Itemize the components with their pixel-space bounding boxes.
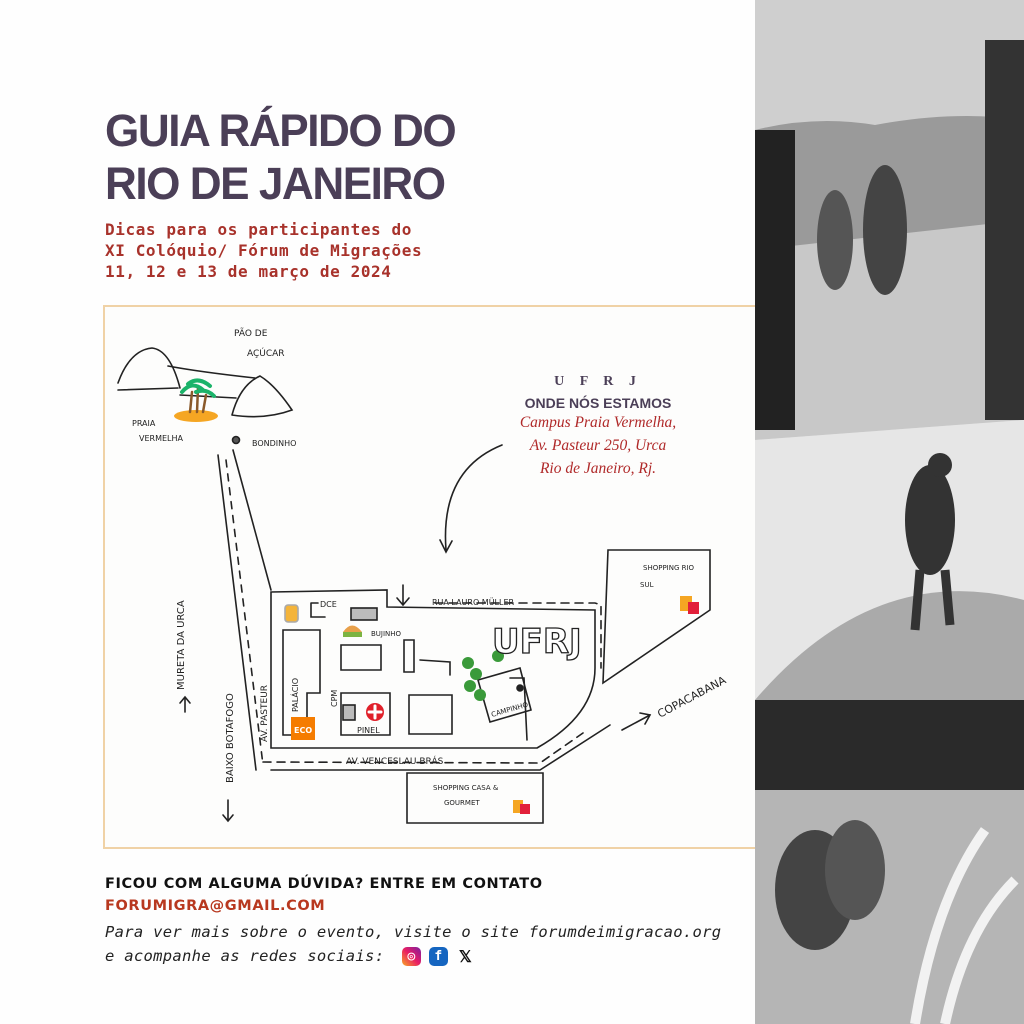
palm-trees-icon: [174, 378, 218, 422]
subtitle: Dicas para os participantes do XI Colóqu…: [105, 219, 422, 282]
location-heading: ONDE NÓS ESTAMOS: [524, 395, 672, 411]
campinho-field: [477, 667, 532, 723]
shopping-rio-sul-outline: [602, 549, 711, 685]
label-baixo-botafogo: BAIXO BOTAFOGO: [225, 693, 236, 783]
label-shopping-casa-gourmet: SHOPPING CASA &: [433, 784, 499, 792]
sandwich-icon: [343, 625, 362, 637]
campus-map: [103, 305, 797, 849]
location-address-1: Campus Praia Vermelha,: [519, 414, 677, 431]
illustration-art: [755, 0, 1024, 1024]
pointer-arrow: [439, 444, 503, 554]
shopping-bag-icon: [680, 596, 699, 614]
subtitle-line-1: Dicas para os participantes do: [105, 220, 412, 239]
label-shopping-rio-sul: SHOPPING RIO: [643, 564, 695, 572]
label-mureta-urca: MURETA DA URCA: [176, 600, 187, 690]
contact-question: FICOU COM ALGUMA DÚVIDA? ENTRE EM CONTAT…: [105, 876, 543, 892]
label-shopping-casa-gourmet-2: GOURMET: [444, 799, 480, 807]
campus-outline: [270, 589, 596, 749]
x-icon[interactable]: 𝕏: [458, 946, 473, 966]
label-praia-vermelha: PRAIA: [132, 419, 156, 428]
label-ufrj-map: UFRJ: [492, 622, 582, 662]
location-info: U F R J ONDE NÓS ESTAMOS Campus Praia Ve…: [480, 374, 716, 480]
eco-icon: [291, 717, 315, 740]
label-pinel: PINEL: [357, 726, 380, 735]
location-name: U F R J: [554, 374, 642, 389]
label-rua-lauro-muller: RUA LAURO MÜLLER: [432, 597, 515, 607]
contact-email-link[interactable]: FORUMIGRA@GMAIL.COM: [105, 898, 326, 914]
more-info-line-1: Para ver mais sobre o evento, visite o s…: [105, 923, 722, 941]
more-info-line-2: e acompanhe as redes sociais:: [105, 947, 385, 965]
location-address-3: Rio de Janeiro, Rj.: [539, 460, 657, 477]
label-palacio: PALÁCIO: [289, 678, 300, 712]
label-bujinho: BUJINHO: [371, 630, 402, 638]
label-av-venceslau-bras: AV. VENCESLAU BRÁS: [346, 755, 444, 767]
subtitle-line-3: 11, 12 e 13 de março de 2024: [105, 262, 392, 281]
label-av-pasteur: AV. PASTEUR: [260, 685, 270, 742]
shopping-casa-outline: [406, 772, 544, 824]
facebook-icon[interactable]: f: [428, 947, 448, 966]
label-eco: ECO: [294, 726, 312, 735]
road-venceslau: [262, 732, 584, 764]
subtitle-line-2: XI Colóquio/ Fórum de Migrações: [105, 241, 423, 260]
beer-icon: [284, 604, 299, 623]
road-av-pasteur: [217, 449, 272, 771]
label-pao-de-acucar-2: AÇÚCAR: [247, 347, 285, 359]
title-line-1: GUIA RÁPIDO DO: [105, 105, 457, 156]
sugarloaf-mountains: [117, 347, 294, 418]
page-title: GUIA RÁPIDO DO RIO DE JANEIRO: [105, 104, 457, 210]
location-address-2: Av. Pasteur 250, Urca: [529, 437, 667, 454]
label-copacabana: COPACABANA: [655, 673, 728, 720]
bondinho-icon: [231, 435, 241, 445]
label-pao-de-acucar: PÃO DE: [234, 328, 268, 339]
instagram-icon[interactable]: ◎: [401, 947, 421, 966]
label-shopping-rio-sul-2: SUL: [640, 581, 654, 589]
label-bondinho: BONDINHO: [252, 439, 296, 448]
label-dce: DCE: [320, 600, 337, 609]
social-links: ◎ f 𝕏: [401, 946, 475, 966]
trees-icon: [462, 650, 504, 701]
more-info: Para ver mais sobre o evento, visite o s…: [105, 920, 721, 968]
title-line-2: RIO DE JANEIRO: [105, 158, 446, 209]
label-praia-vermelha-2: VERMELHA: [139, 434, 184, 443]
decorative-illustration: [755, 0, 1024, 1024]
shopping-bag-icon: [513, 800, 530, 814]
label-cpm: CPM: [330, 690, 339, 707]
